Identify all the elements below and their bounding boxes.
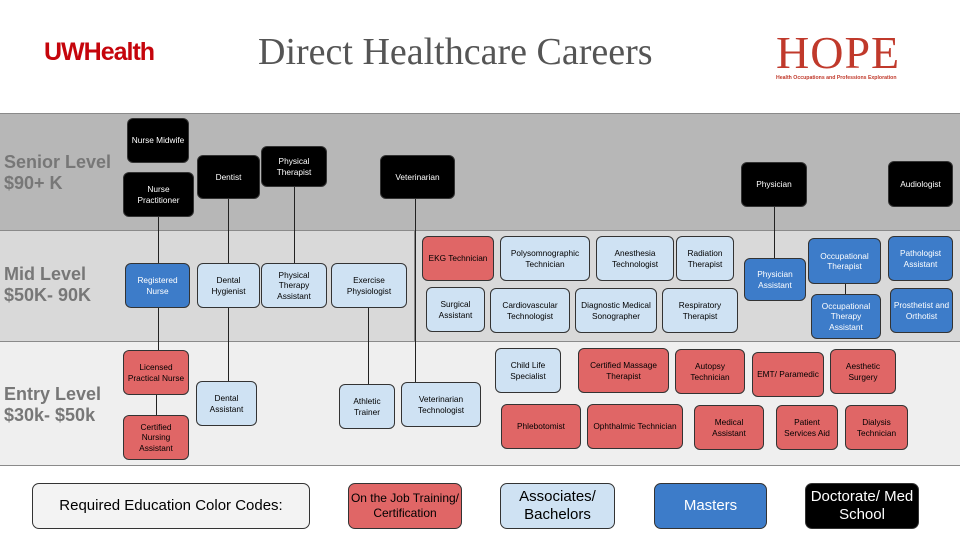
career-dental-hygienist: Dental Hygienist bbox=[197, 263, 260, 308]
career-physician: Physician bbox=[741, 162, 807, 207]
career-dialysis-technician: Dialysis Technician bbox=[845, 405, 908, 450]
career-anesthesia-technologist: Anesthesia Technologist bbox=[596, 236, 674, 281]
uw-health-logo: UWHealth bbox=[44, 38, 155, 66]
connector-physical-therapy bbox=[294, 186, 295, 263]
career-child-life-specialist: Child Life Specialist bbox=[495, 348, 561, 393]
mid-level-title: Mid Level bbox=[4, 264, 87, 284]
connector-exercise-athletic bbox=[368, 306, 369, 385]
career-ophthalmic-technician: Ophthalmic Technician bbox=[587, 404, 683, 449]
mid-level-label: Mid Level $50K- 90K bbox=[4, 264, 91, 306]
career-registered-nurse: Registered Nurse bbox=[125, 263, 190, 308]
hope-logo-subtitle: Health Occupations and Professions Explo… bbox=[776, 75, 897, 81]
senior-level-salary: $90+ K bbox=[4, 173, 63, 193]
entry-level-label: Entry Level $30k- $50k bbox=[4, 384, 101, 426]
career-physical-therapy-assistant: Physical Therapy Assistant bbox=[261, 263, 327, 308]
page-title: Direct Healthcare Careers bbox=[258, 31, 653, 73]
entry-level-salary: $30k- $50k bbox=[4, 405, 96, 425]
career-nurse-practitioner: Nurse Practitioner bbox=[123, 172, 194, 217]
hope-logo: HOPE Health Occupations and Professions … bbox=[772, 27, 922, 86]
entry-level-title: Entry Level bbox=[4, 384, 102, 404]
mid-level-divider bbox=[414, 231, 415, 341]
legend-title: Required Education Color Codes: bbox=[32, 483, 310, 529]
legend-doctorate-med-school: Doctorate/ Med School bbox=[805, 483, 919, 529]
career-dentist: Dentist bbox=[197, 155, 260, 199]
career-pathologist-assistant: Pathologist Assistant bbox=[888, 236, 953, 281]
connector-veterinarian bbox=[415, 198, 416, 384]
career-phlebotomist: Phlebotomist bbox=[501, 404, 581, 449]
career-audiologist: Audiologist bbox=[888, 161, 953, 207]
career-prosthetist-and-orthotist: Prosthetist and Orthotist bbox=[890, 288, 953, 333]
career-patient-services-aid: Patient Services Aid bbox=[776, 405, 838, 450]
senior-level-title: Senior Level bbox=[4, 152, 112, 172]
career-radiation-therapist: Radiation Therapist bbox=[676, 236, 734, 281]
career-aesthetic-surgery: Aesthetic Surgery bbox=[830, 349, 896, 394]
legend-on-the-job-training: On the Job Training/ Certification bbox=[348, 483, 462, 529]
career-physical-therapist: Physical Therapist bbox=[261, 146, 327, 187]
career-occupational-therapist: Occupational Therapist bbox=[808, 238, 881, 284]
connector-occupational bbox=[845, 283, 846, 296]
career-occupational-therapy-assistant: Occupational Therapy Assistant bbox=[811, 294, 881, 339]
career-physician-assistant: Physician Assistant bbox=[744, 258, 806, 301]
career-certified-massage-therapist: Certified Massage Therapist bbox=[578, 348, 669, 393]
career-emt-paramedic: EMT/ Paramedic bbox=[752, 352, 824, 397]
career-athletic-trainer: Athletic Trainer bbox=[339, 384, 395, 429]
career-autopsy-technician: Autopsy Technician bbox=[675, 349, 745, 394]
career-diagnostic-medical-sonographer: Diagnostic Medical Sonographer bbox=[575, 288, 657, 333]
career-certified-nursing-assistant: Certified Nursing Assistant bbox=[123, 415, 189, 460]
career-respiratory-therapist: Respiratory Therapist bbox=[662, 288, 738, 333]
career-dental-assistant: Dental Assistant bbox=[196, 381, 257, 426]
career-nurse-midwife: Nurse Midwife bbox=[127, 118, 189, 163]
legend-associates-bachelors: Associates/ Bachelors bbox=[500, 483, 615, 529]
career-cardiovascular-technologist: Cardiovascular Technologist bbox=[490, 288, 570, 333]
senior-level-label: Senior Level $90+ K bbox=[4, 152, 111, 194]
legend-masters: Masters bbox=[654, 483, 767, 529]
career-veterinarian-technologist: Veterinarian Technologist bbox=[401, 382, 481, 427]
mid-level-salary: $50K- 90K bbox=[4, 285, 92, 305]
hope-logo-word: HOPE bbox=[776, 27, 901, 78]
career-surgical-assistant: Surgical Assistant bbox=[426, 287, 485, 332]
career-polysomnographic-technician: Polysomnographic Technician bbox=[500, 236, 590, 281]
career-medical-assistant: Medical Assistant bbox=[694, 405, 764, 450]
career-licensed-practical-nurse: Licensed Practical Nurse bbox=[123, 350, 189, 395]
career-exercise-physiologist: Exercise Physiologist bbox=[331, 263, 407, 308]
career-veterinarian: Veterinarian bbox=[380, 155, 455, 199]
connector-physician bbox=[774, 206, 775, 259]
connector-lpn-cna bbox=[156, 394, 157, 416]
career-ekg-technician: EKG Technician bbox=[422, 236, 494, 281]
